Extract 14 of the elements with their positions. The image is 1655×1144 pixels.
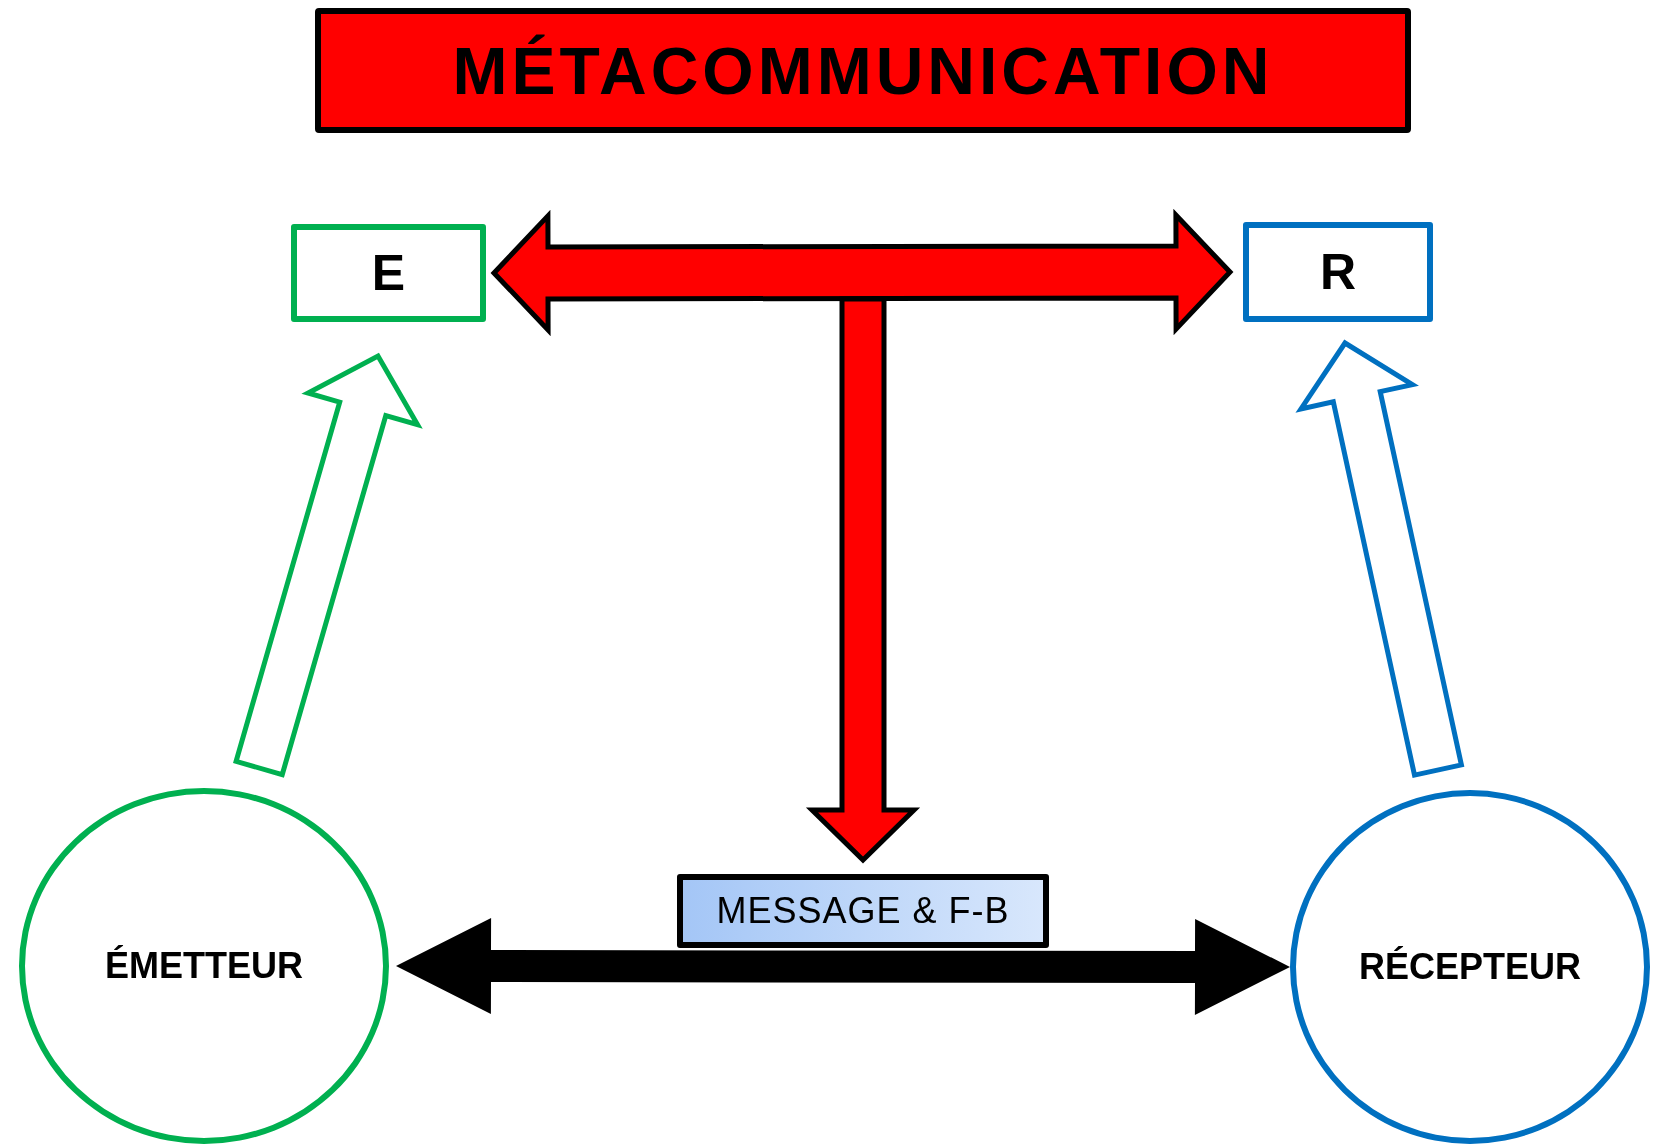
label-box	[1243, 222, 1433, 322]
node-label: R	[1319, 243, 1357, 301]
node-label: MESSAGE & F-B	[716, 890, 1010, 932]
block-arrow	[1295, 339, 1465, 779]
title-text: MÉTACOMMUNICATION	[452, 32, 1274, 109]
node-label: RÉCEPTEUR	[1359, 946, 1581, 988]
label-box	[291, 224, 486, 322]
node-label: ÉMETTEUR	[105, 945, 303, 987]
double-arrow	[490, 208, 1234, 337]
message-box	[677, 874, 1049, 948]
block-arrow	[805, 296, 921, 864]
node-label: E	[371, 244, 406, 302]
double-arrow	[396, 918, 1290, 1015]
block-arrow	[233, 352, 423, 778]
